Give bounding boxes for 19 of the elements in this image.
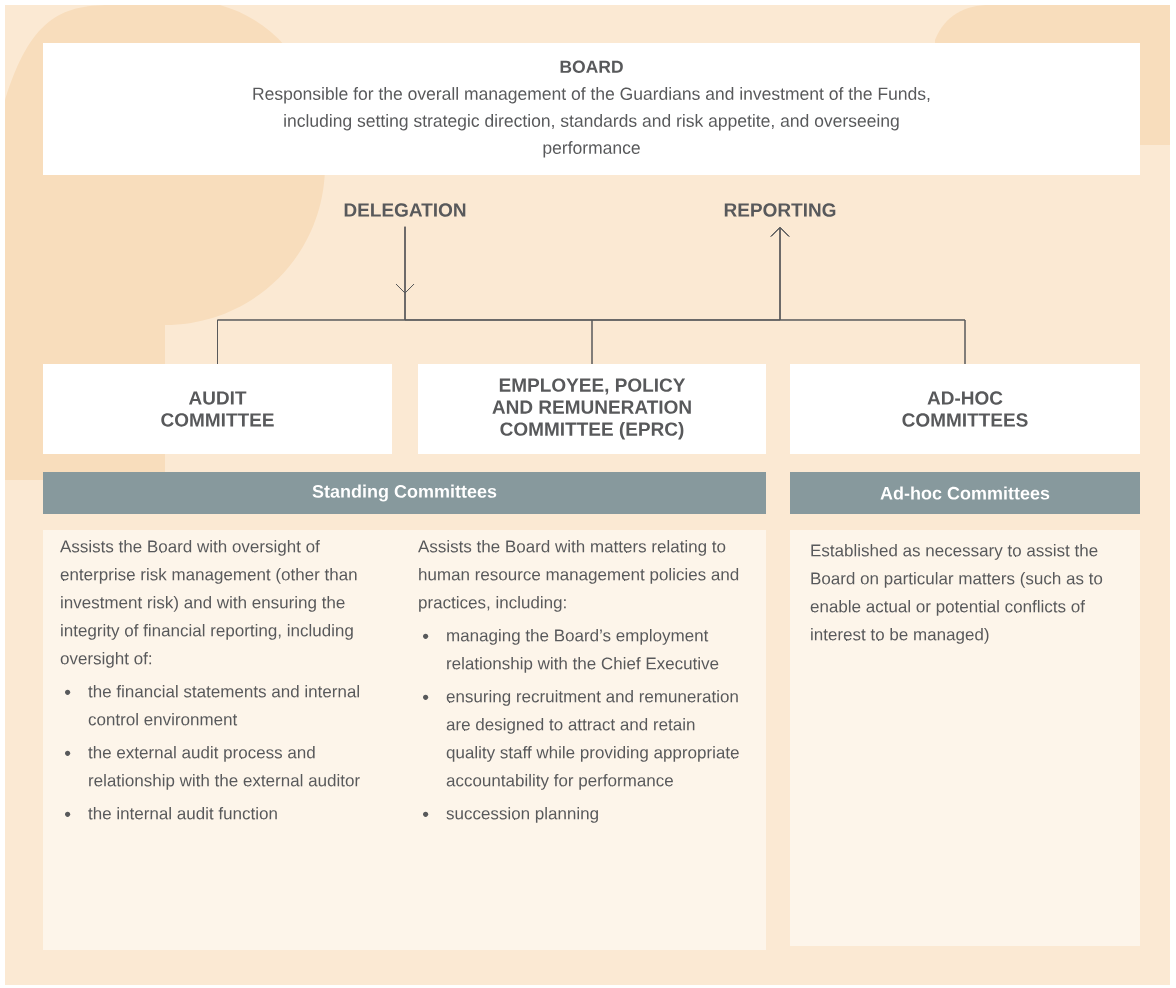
section-band: Standing Committees — [43, 472, 766, 514]
description-text: Established as necessary to assist the Board on particular matters (such as to enable actual or potential conflicts of interest to be managed) — [810, 544, 1103, 644]
description-text: Responsible for the overall management of the Guardians and investment of the Funds, including setting strategic direction, standards and risk appetite, and overseeing performance — [253, 87, 930, 158]
description-column — [60, 540, 360, 820]
bullet-item: succession planning — [423, 807, 598, 823]
committee-box: EMPLOYEE, POLICY AND REMUNERATION COMMITTEE (EPRC) — [418, 364, 766, 454]
flow-label: DELEGATION — [344, 203, 466, 217]
committee-box: AD-HOC COMMITTEES — [790, 364, 1140, 454]
committee-box: AUDIT COMMITTEE — [43, 364, 392, 454]
description-column — [418, 540, 739, 823]
panel-background — [43, 530, 766, 950]
board-box — [43, 43, 1140, 175]
bullet-item: the internal audit function — [65, 807, 277, 820]
description-text: Assists the Board with oversight of enterprise risk management (other than investment risk) and with ensuring the integrity of financial reporting, including oversight of: — [60, 540, 357, 668]
connector-arrow — [770, 226, 966, 365]
section-band: Ad-hoc Committees — [790, 472, 1140, 514]
board-heading: BOARD — [560, 60, 623, 73]
flow-label: REPORTING — [724, 203, 836, 217]
description-text: Assists the Board with matters relating to human resource management policies and practices, including: — [418, 540, 739, 612]
